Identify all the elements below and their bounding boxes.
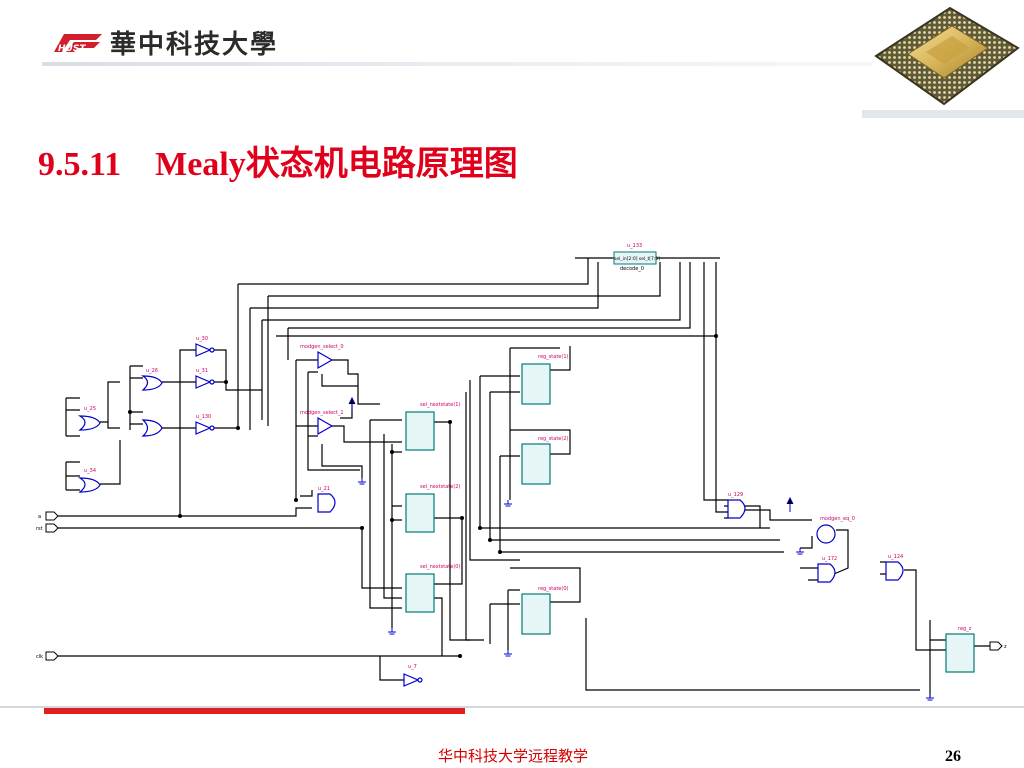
svg-text:u_34: u_34: [84, 468, 96, 474]
svg-text:u_133: u_133: [627, 243, 642, 249]
footer-accent-bar: [44, 708, 465, 714]
svg-text:sel_in[2:0] sel_t[7:0]: sel_in[2:0] sel_t[7:0]: [614, 256, 660, 262]
footer-text: 华中科技大学远程教学: [438, 747, 589, 765]
svg-text:u_30: u_30: [196, 336, 208, 342]
svg-text:modgen_eq_0: modgen_eq_0: [820, 516, 855, 522]
svg-text:modgen_select_0: modgen_select_0: [300, 344, 344, 350]
footer-divider: [0, 706, 1024, 708]
page-number: 26: [945, 748, 961, 765]
hust-logo-icon: HUST: [54, 34, 102, 54]
svg-text:u_31: u_31: [196, 368, 208, 374]
svg-text:reg_z: reg_z: [958, 626, 972, 632]
svg-text:sel_nextstate(1): sel_nextstate(1): [420, 402, 460, 408]
svg-text:HUST: HUST: [58, 44, 86, 54]
slide-header: HUST 華中科技大學: [0, 0, 1024, 118]
svg-text:u_25: u_25: [84, 406, 96, 412]
svg-text:z: z: [1004, 644, 1007, 650]
svg-text:u_7: u_7: [408, 664, 417, 670]
cpu-chip-icon: [862, 6, 1024, 118]
svg-text:reg_state(1): reg_state(1): [538, 354, 568, 360]
svg-text:rst: rst: [36, 526, 43, 532]
svg-text:reg_state(0): reg_state(0): [538, 586, 568, 592]
decoder-block: sel_in[2:0] sel_t[7:0] decode_0 u_133: [613, 243, 660, 272]
university-name: 華中科技大學: [110, 30, 279, 60]
header-divider: [42, 62, 872, 66]
svg-text:sel_nextstate(2): sel_nextstate(2): [420, 484, 460, 490]
svg-text:u_130: u_130: [196, 414, 211, 420]
slide-title: 9.5.11 Mealy状态机电路原理图: [38, 146, 518, 183]
svg-text:u_129: u_129: [728, 492, 743, 498]
svg-text:modgen_select_1: modgen_select_1: [300, 410, 344, 416]
svg-text:u_172: u_172: [822, 556, 837, 562]
svg-text:a: a: [38, 514, 41, 520]
svg-text:clk: clk: [36, 654, 43, 660]
svg-text:u_26: u_26: [146, 368, 158, 374]
mealy-state-machine-schematic: sel_in[2:0] sel_t[7:0] decode_0 u_133 u_…: [36, 243, 1007, 701]
svg-text:u_124: u_124: [888, 554, 903, 560]
svg-text:sel_nextstate(0): sel_nextstate(0): [420, 564, 460, 570]
svg-text:reg_state(2): reg_state(2): [538, 436, 568, 442]
svg-text:decode_0: decode_0: [620, 266, 644, 272]
svg-text:u_21: u_21: [318, 486, 330, 492]
